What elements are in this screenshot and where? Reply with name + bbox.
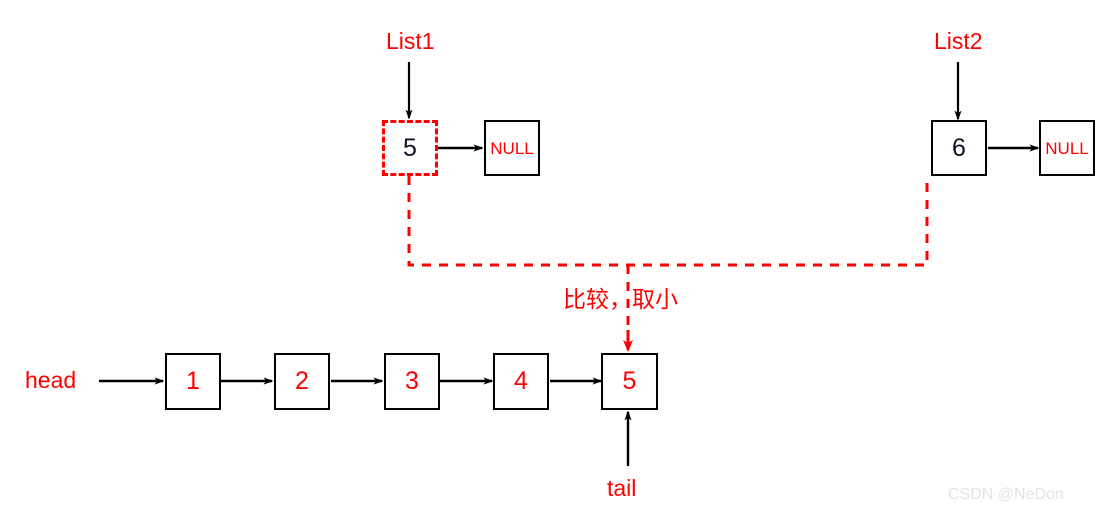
list2-null-text: NULL <box>1045 138 1089 158</box>
merged-node-4-value: 4 <box>514 367 528 395</box>
compare-annotation-label: 比较，取小 <box>563 287 678 313</box>
list2-node-6: 6 <box>931 120 987 176</box>
merged-node-3: 3 <box>384 353 440 410</box>
merged-node-2: 2 <box>274 353 330 410</box>
head-label: head <box>25 367 77 393</box>
list1-null-text: NULL <box>490 138 534 158</box>
merged-node-2-value: 2 <box>295 367 309 395</box>
merged-node-4: 4 <box>493 353 549 410</box>
list1-node-5: 5 <box>382 120 438 176</box>
list1-null-box: NULL <box>484 120 540 176</box>
compare-bracket <box>407 176 929 352</box>
list2-node-value: 6 <box>952 133 966 162</box>
list2-null-box: NULL <box>1039 120 1095 176</box>
merged-node-1: 1 <box>165 353 221 410</box>
list1-node-value: 5 <box>403 133 417 162</box>
list1-label: List1 <box>386 28 435 54</box>
list2-label: List2 <box>934 28 983 54</box>
watermark: CSDN @NeDon <box>948 486 1064 503</box>
tail-label: tail <box>607 475 637 501</box>
merged-node-5-value: 5 <box>622 367 637 395</box>
merged-node-3-value: 3 <box>405 367 419 395</box>
merged-node-5: 5 <box>601 353 658 410</box>
merged-node-1-value: 1 <box>186 367 200 395</box>
